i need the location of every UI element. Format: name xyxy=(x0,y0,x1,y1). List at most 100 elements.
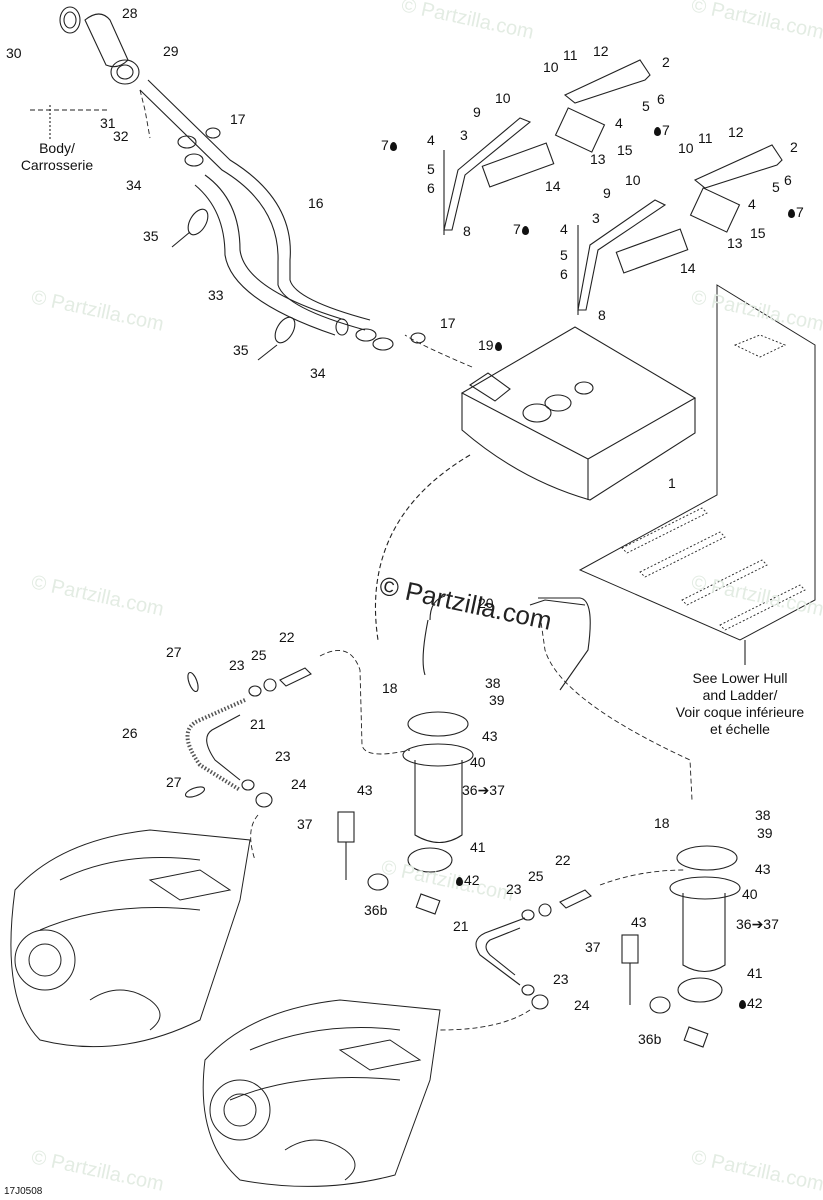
callout-c4d: 4 xyxy=(560,222,568,236)
engine-1 xyxy=(10,829,251,1048)
callout-c3b: 3 xyxy=(592,211,600,225)
callout-c37b: 37 xyxy=(585,940,601,954)
callout-c14b: 14 xyxy=(680,261,696,275)
callout-number: 23 xyxy=(275,748,291,764)
callout-number: 20 xyxy=(478,595,494,611)
callout-c30: 30 xyxy=(6,46,22,60)
callout-number: 3 xyxy=(460,127,468,143)
callout-c35a: 35 xyxy=(143,229,159,243)
callout-c6a: 6 xyxy=(657,92,665,106)
callout-number: 36➔37 xyxy=(462,782,505,798)
callout-c25b: 25 xyxy=(528,869,544,883)
callout-number: 8 xyxy=(463,223,471,239)
callout-number: 25 xyxy=(251,647,267,663)
callout-number: 23 xyxy=(229,657,245,673)
callout-number: 43 xyxy=(631,914,647,930)
callout-c32: 32 xyxy=(113,129,129,143)
callout-number: 21 xyxy=(250,716,266,732)
callout-c31: 31 xyxy=(100,116,116,130)
callout-c22b: 22 xyxy=(555,853,571,867)
lubricant-drop-icon xyxy=(788,209,795,218)
callout-c41b: 41 xyxy=(747,966,763,980)
callout-number: 34 xyxy=(126,177,142,193)
callout-number: 4 xyxy=(427,132,435,148)
callout-c18a: 18 xyxy=(382,681,398,695)
callout-number: 24 xyxy=(291,776,307,792)
callout-c14a: 14 xyxy=(545,179,561,193)
callout-c39b: 39 xyxy=(757,826,773,840)
callout-c36ba: 36b xyxy=(364,903,387,917)
callout-c23a: 23 xyxy=(229,658,245,672)
callout-number: 43 xyxy=(357,782,373,798)
callout-number: 12 xyxy=(728,124,744,140)
lubricant-drop-icon xyxy=(389,142,397,151)
bracket-set-1 xyxy=(443,59,651,235)
callout-c33: 33 xyxy=(208,288,224,302)
callout-c10a: 10 xyxy=(543,60,559,74)
fuel-tank xyxy=(460,326,697,501)
callout-number: 28 xyxy=(122,5,138,21)
callout-c35b: 35 xyxy=(233,343,249,357)
callout-number: 43 xyxy=(755,861,771,877)
callout-number: 23 xyxy=(553,971,569,987)
callout-c5a: 5 xyxy=(642,99,650,113)
callout-c7a: 7 xyxy=(653,123,670,137)
lubricant-drop-icon xyxy=(739,1000,746,1009)
callout-c12b: 12 xyxy=(728,125,744,139)
callout-c36a: 36➔37 xyxy=(462,783,505,797)
callout-number: 25 xyxy=(528,868,544,884)
callout-number: 14 xyxy=(545,178,561,194)
callout-number: 35 xyxy=(143,228,159,244)
callout-number: 27 xyxy=(166,774,182,790)
callout-c27b: 27 xyxy=(166,775,182,789)
callout-c40b: 40 xyxy=(742,887,758,901)
callout-c34b: 34 xyxy=(310,366,326,380)
callout-number: 38 xyxy=(755,807,771,823)
callout-c6b: 6 xyxy=(427,181,435,195)
callout-c43c: 43 xyxy=(755,862,771,876)
callout-number: 3 xyxy=(592,210,600,226)
callout-c34a: 34 xyxy=(126,178,142,192)
callout-number: 14 xyxy=(680,260,696,276)
callout-number: 17 xyxy=(440,315,456,331)
callout-number: 13 xyxy=(727,235,743,251)
callout-number: 11 xyxy=(698,130,713,146)
callout-c4a: 4 xyxy=(615,116,623,130)
body-note: Body/ Carrosserie xyxy=(20,140,94,173)
callout-number: 17 xyxy=(230,111,246,127)
callout-c24b: 24 xyxy=(574,998,590,1012)
callout-number: 8 xyxy=(598,307,606,323)
callout-number: 18 xyxy=(654,815,670,831)
callout-number: 6 xyxy=(560,266,568,282)
callout-c21b: 21 xyxy=(453,919,469,933)
callout-c27a: 27 xyxy=(166,645,182,659)
callout-c17b: 17 xyxy=(440,316,456,330)
callout-number: 31 xyxy=(100,115,116,131)
callout-number: 35 xyxy=(233,342,249,358)
callout-c2b: 2 xyxy=(790,140,798,154)
callout-c23c: 23 xyxy=(506,882,522,896)
callout-number: 32 xyxy=(113,128,129,144)
callout-number: 7 xyxy=(513,221,521,237)
fuel-pump-1 xyxy=(337,595,591,915)
callout-c42b: 42 xyxy=(738,996,763,1010)
callout-number: 15 xyxy=(750,225,766,241)
callout-c39a: 39 xyxy=(489,693,505,707)
callout-c5c: 5 xyxy=(772,180,780,194)
callout-c11b: 11 xyxy=(698,131,713,145)
callout-c10b: 10 xyxy=(495,91,511,105)
callout-c40a: 40 xyxy=(470,755,486,769)
callout-c16: 16 xyxy=(308,196,324,210)
callout-c36b: 36➔37 xyxy=(736,917,779,931)
callout-number: 36b xyxy=(364,902,388,918)
callout-c12a: 12 xyxy=(593,44,609,58)
callout-c1: 1 xyxy=(668,476,676,490)
callout-number: 12 xyxy=(593,43,609,59)
callout-number: 26 xyxy=(122,725,138,741)
callout-c6d: 6 xyxy=(560,267,568,281)
callout-number: 21 xyxy=(453,918,469,934)
lower-hull-outline xyxy=(578,284,816,641)
callout-number: 16 xyxy=(308,195,324,211)
callout-number: 39 xyxy=(489,692,505,708)
